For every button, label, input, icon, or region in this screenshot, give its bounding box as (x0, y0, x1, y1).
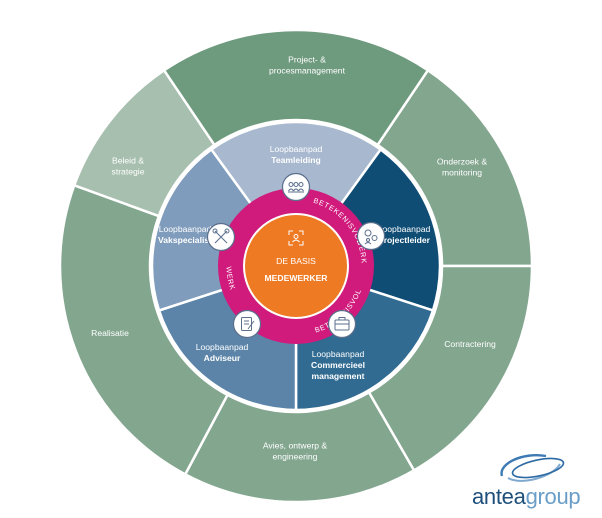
center-title: MEDEWERKER (264, 273, 328, 283)
outer-label-advies-1: Avies, ontwerp & (263, 441, 328, 451)
team-icon (281, 172, 311, 202)
center-basis: DE BASIS MEDEWERKER (243, 213, 349, 319)
logo-word-antea: antea (472, 484, 526, 509)
middle-ring: LoopbaanpadTeamleidingLoopbaanpadProject… (150, 120, 442, 412)
briefcase-icon (327, 309, 357, 339)
logo-word-group: group (525, 484, 581, 509)
outer-segment-beleid (72, 68, 217, 218)
focus-person-icon (288, 230, 304, 246)
outer-label-onderzoek-1: Onderzoek & (437, 157, 487, 167)
career-name-teamleiding: Teamleiding (271, 155, 321, 165)
outer-label-onderzoek-2: monitoring (442, 168, 482, 178)
center-circle (243, 213, 349, 319)
outer-label-realisatie-1: Realisatie (91, 328, 129, 338)
center-subtitle: DE BASIS (276, 256, 316, 266)
gears-people-icon (356, 221, 386, 251)
ring-label-left: WERK (224, 266, 237, 291)
career-prefix-vakspecialist: Loopbaanpad (159, 224, 212, 234)
antea-swirl-icon (500, 454, 565, 482)
career-name-vakspecialist: Vakspecialist (158, 235, 212, 245)
logo-wordmark: anteagroup (472, 484, 581, 510)
outer-label-project-1: Project- & (288, 55, 326, 65)
outer-label-project-2: procesmanagement (269, 66, 346, 76)
career-icons (206, 172, 386, 339)
outer-segment-realisatie (58, 183, 230, 477)
career-prefix-teamleiding: Loopbaanpad (270, 144, 323, 154)
career-prefix-projectleider: Loopbaanpad (378, 224, 431, 234)
career-prefix-commercieel: Loopbaanpad (312, 349, 365, 359)
outer-label-beleid-2: strategie (112, 167, 145, 177)
career-prefix-adviseur: Loopbaanpad (196, 342, 249, 352)
antea-group-logo: anteagroup (472, 446, 596, 510)
career-name-commercieel-2: management (311, 371, 364, 381)
outer-label-advies-2: engineering (273, 452, 318, 462)
document-pen-icon (232, 309, 262, 339)
tools-icon (206, 222, 236, 252)
outer-label-contractering-1: Contractering (444, 339, 496, 349)
outer-label-beleid-1: Beleid & (112, 156, 144, 166)
career-name-commercieel-1: Commercieel (311, 360, 365, 370)
career-name-adviseur: Adviseur (204, 353, 241, 363)
career-name-projectleider: Projectleider (378, 235, 431, 245)
